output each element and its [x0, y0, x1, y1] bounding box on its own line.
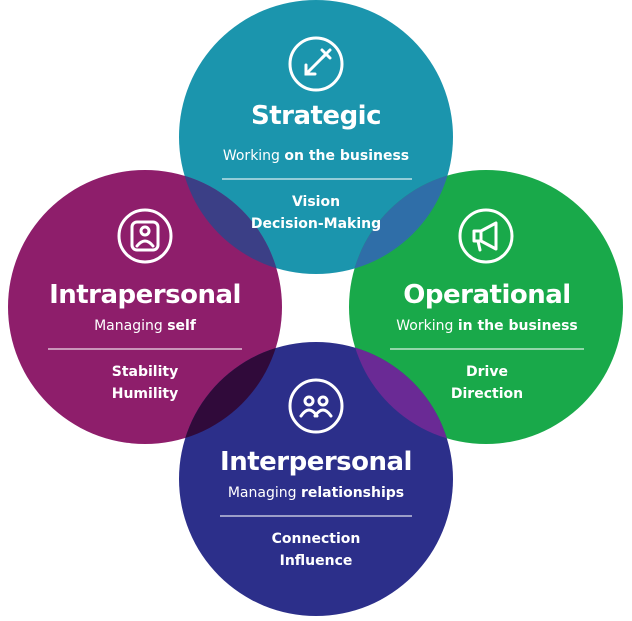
- intrapersonal-subtitle: Managing self: [45, 318, 245, 334]
- strategic-item: Vision: [291, 194, 341, 210]
- operational-item: Direction: [450, 386, 524, 402]
- operational-item: Drive: [466, 364, 508, 380]
- strategic-circle: [179, 0, 453, 274]
- interpersonal-circle: [179, 342, 453, 616]
- people-icon: [288, 378, 344, 434]
- strategic-subtitle: Working on the business: [196, 148, 436, 164]
- interpersonal-title: Interpersonal: [220, 447, 412, 477]
- interpersonal-item: Influence: [279, 553, 353, 569]
- intrapersonal-item: Stability: [111, 364, 179, 380]
- operational-subtitle: Working in the business: [377, 318, 597, 334]
- operational-circle: [349, 170, 623, 444]
- strategic-item: Decision-Making: [250, 216, 382, 232]
- intrapersonal-circle: [8, 170, 282, 444]
- interpersonal-subtitle-plain: Managing: [227, 485, 301, 501]
- intrapersonal-subtitle-plain: Managing: [94, 318, 168, 334]
- strategic-subtitle-plain: Working: [222, 148, 285, 164]
- interpersonal-subtitle: Managing relationships: [196, 485, 436, 501]
- operational-subtitle-plain: Working: [396, 318, 458, 334]
- intrapersonal-title: Intrapersonal: [49, 280, 241, 310]
- interpersonal-subtitle-bold: relationships: [300, 485, 405, 501]
- strategic-title: Strategic: [250, 101, 382, 131]
- target-arrow-icon: [288, 36, 344, 92]
- strategic-subtitle-bold: on the business: [284, 148, 410, 164]
- megaphone-icon: [458, 208, 514, 264]
- interpersonal-item: Connection: [271, 531, 361, 547]
- operational-subtitle-bold: in the business: [457, 318, 578, 334]
- operational-title: Operational: [403, 280, 571, 310]
- intrapersonal-subtitle-bold: self: [167, 318, 196, 334]
- intrapersonal-item: Humility: [111, 386, 179, 402]
- person-icon: [117, 208, 173, 264]
